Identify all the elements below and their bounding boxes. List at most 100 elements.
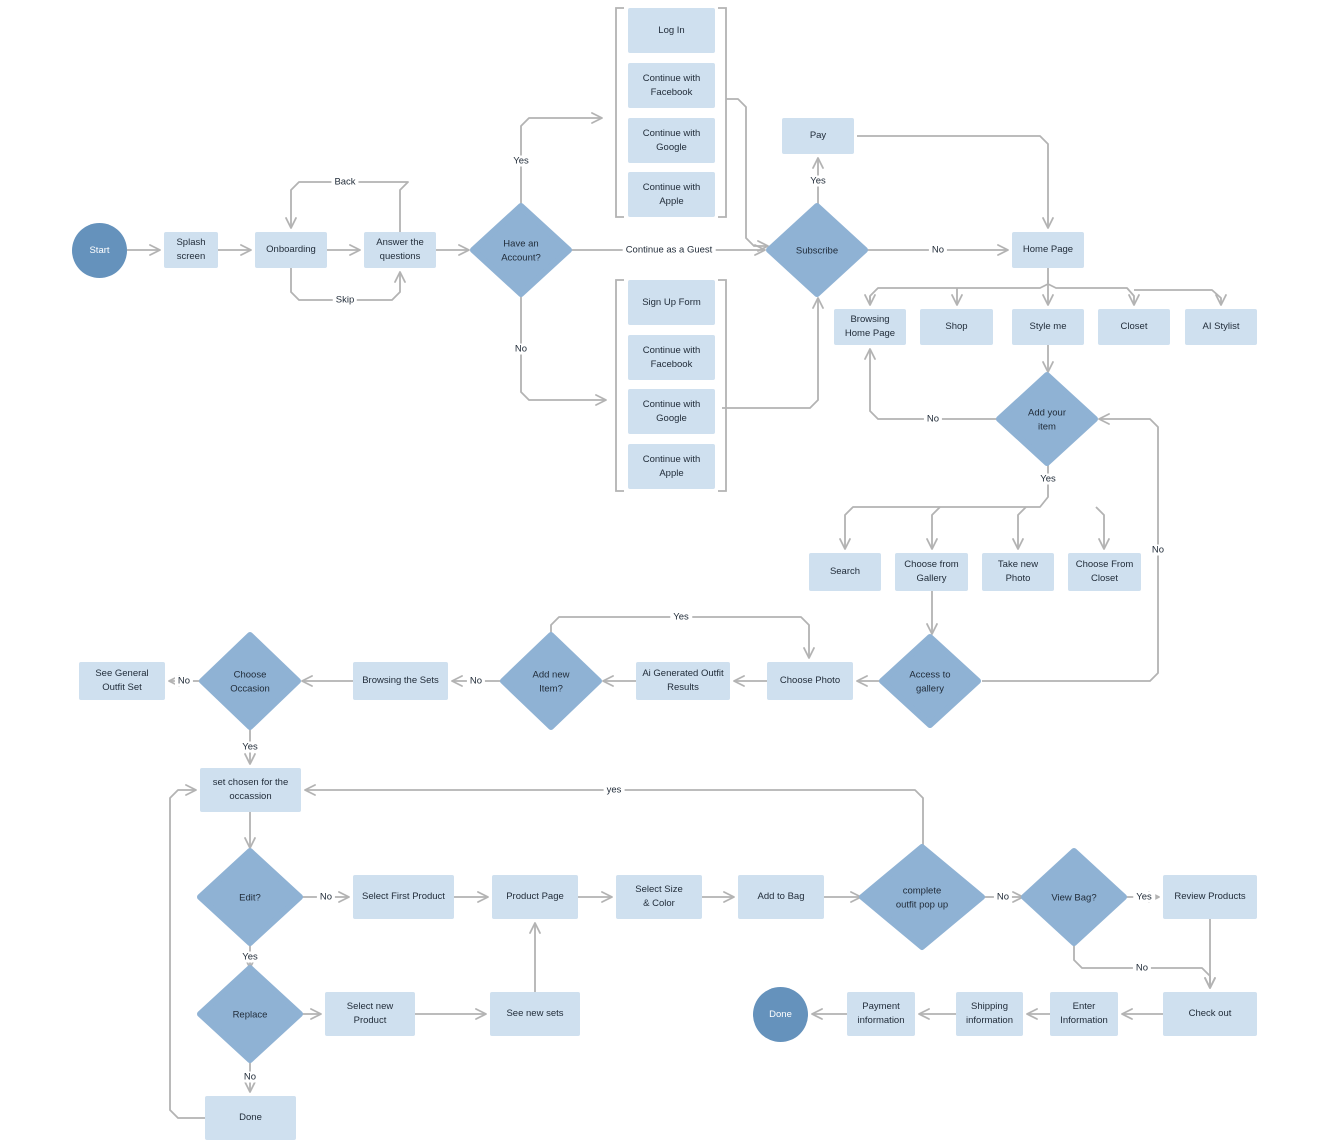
add-your-item-decision-shape — [996, 372, 1098, 466]
choose-photo-step[interactable]: Choose Photo — [767, 662, 853, 700]
browsing-sets-step[interactable]: Browsing the Sets — [353, 662, 448, 700]
search-step[interactable]: Search — [809, 553, 881, 591]
done-step[interactable]: Done — [205, 1096, 296, 1140]
select-new-product-step[interactable]: Select new Product — [325, 992, 415, 1036]
set-chosen-step[interactable]: set chosen for the occassion — [200, 768, 301, 812]
option-group-bracket-4 — [718, 279, 727, 492]
splash-screen-step[interactable]: Splash screen — [164, 232, 218, 268]
start-node[interactable]: Start — [72, 223, 127, 278]
continue-google-signup-step[interactable]: Continue with Google — [628, 389, 715, 434]
connector-5 — [285, 181, 409, 232]
review-products-step[interactable]: Review Products — [1163, 875, 1257, 919]
view-bag-decision-label: View Bag? — [1051, 893, 1096, 904]
enter-information-step[interactable]: Enter Information — [1050, 992, 1118, 1036]
done-node[interactable]: Done — [753, 987, 808, 1042]
continue-facebook-login-step[interactable]: Continue with Facebook — [628, 63, 715, 108]
edge-label-no-view-bag: No — [1132, 962, 1152, 974]
payment-information-step[interactable]: Payment information — [847, 992, 915, 1036]
edge-label-back: Back — [331, 176, 359, 188]
continue-apple-login-step[interactable]: Continue with Apple — [628, 172, 715, 217]
choose-from-closet-step[interactable]: Choose From Closet — [1068, 553, 1141, 591]
style-me-step[interactable]: Style me — [1012, 309, 1084, 345]
edge-label-no-edit: No — [316, 891, 336, 903]
connector-16 — [869, 280, 1049, 305]
select-first-product-step[interactable]: Select First Product — [353, 875, 454, 919]
answer-questions-step[interactable]: Answer the questions — [364, 232, 436, 268]
connector-7 — [520, 112, 603, 206]
edge-label-yes-account: Yes — [510, 155, 532, 167]
edge-label-yes-view-bag: Yes — [1133, 891, 1155, 903]
continue-google-login-step[interactable]: Continue with Google — [628, 118, 715, 163]
shop-step[interactable]: Shop — [920, 309, 993, 345]
connector-32 — [550, 616, 815, 659]
edit-decision-label: Edit? — [239, 893, 261, 904]
continue-apple-signup-step[interactable]: Continue with Apple — [628, 444, 715, 489]
connector-43 — [304, 784, 924, 847]
onboarding-step[interactable]: Onboarding — [255, 232, 327, 268]
check-out-step[interactable]: Check out — [1163, 992, 1257, 1036]
edge-label-no-subscribe: No — [928, 244, 948, 256]
subscribe-decision-shape — [766, 203, 868, 297]
sign-up-form-step[interactable]: Sign Up Form — [628, 280, 715, 325]
connector-57 — [169, 784, 205, 1119]
add-to-bag-step[interactable]: Add to Bag — [738, 875, 824, 919]
ai-outfit-results-step[interactable]: Ai Generated Outfit Results — [636, 662, 730, 700]
connector-13 — [857, 135, 1054, 229]
connector-19 — [1047, 283, 1140, 306]
see-new-sets-step[interactable]: See new sets — [490, 992, 580, 1036]
replace-decision-shape — [197, 965, 303, 1063]
take-new-photo-step[interactable]: Take new Photo — [982, 553, 1054, 591]
edge-label-no-occasion: No — [174, 675, 194, 687]
subscribe-decision[interactable]: Subscribe — [766, 203, 868, 297]
edge-label-no-new-item: No — [466, 675, 486, 687]
edge-label-yes-new-item: Yes — [670, 611, 692, 623]
connector-24 — [926, 506, 941, 550]
edge-label-yes-subscribe: Yes — [807, 175, 829, 187]
continue-facebook-signup-step[interactable]: Continue with Facebook — [628, 335, 715, 380]
edge-label-no-add-item: No — [923, 413, 943, 425]
complete-outfit-popup-decision-shape — [859, 844, 985, 950]
browsing-home-page-step[interactable]: Browsing Home Page — [834, 309, 906, 345]
product-page-step[interactable]: Product Page — [492, 875, 578, 919]
edge-label-skip: Skip — [332, 294, 358, 306]
replace-decision[interactable]: Replace — [197, 965, 303, 1063]
edge-label-no-popup: No — [993, 891, 1013, 903]
connector-11 — [722, 297, 824, 409]
select-size-color-step[interactable]: Select Size & Color — [616, 875, 702, 919]
edge-label-yes-add-item: Yes — [1037, 473, 1059, 485]
home-page-step[interactable]: Home Page — [1012, 232, 1084, 268]
edit-decision[interactable]: Edit? — [197, 848, 303, 946]
pay-step[interactable]: Pay — [782, 118, 854, 154]
view-bag-decision[interactable]: View Bag? — [1021, 848, 1127, 946]
edge-label-no-replace: No — [240, 1071, 260, 1083]
edge-label-guest: Continue as a Guest — [622, 244, 716, 256]
connector-10 — [726, 98, 769, 252]
connector-25 — [1012, 506, 1027, 550]
shipping-information-step[interactable]: Shipping information — [956, 992, 1023, 1036]
general-outfit-set-step[interactable]: See General Outfit Set — [79, 662, 165, 700]
closet-step[interactable]: Closet — [1098, 309, 1170, 345]
log-in-step[interactable]: Log In — [628, 8, 715, 53]
choose-from-gallery-step[interactable]: Choose from Gallery — [895, 553, 968, 591]
ai-stylist-step[interactable]: AI Stylist — [1185, 309, 1257, 345]
add-new-item-decision-shape — [500, 632, 602, 730]
option-group-bracket-3 — [615, 279, 624, 492]
edge-label-yes-occasion: Yes — [239, 741, 261, 753]
connector-28 — [982, 413, 1159, 682]
edge-label-no-gallery: No — [1148, 544, 1168, 556]
replace-decision-label: Replace — [233, 1010, 268, 1021]
connector-23 — [839, 463, 1049, 550]
connector-22 — [864, 348, 999, 420]
view-bag-decision-shape — [1021, 848, 1127, 946]
edge-label-yes-popup: yes — [603, 784, 625, 796]
